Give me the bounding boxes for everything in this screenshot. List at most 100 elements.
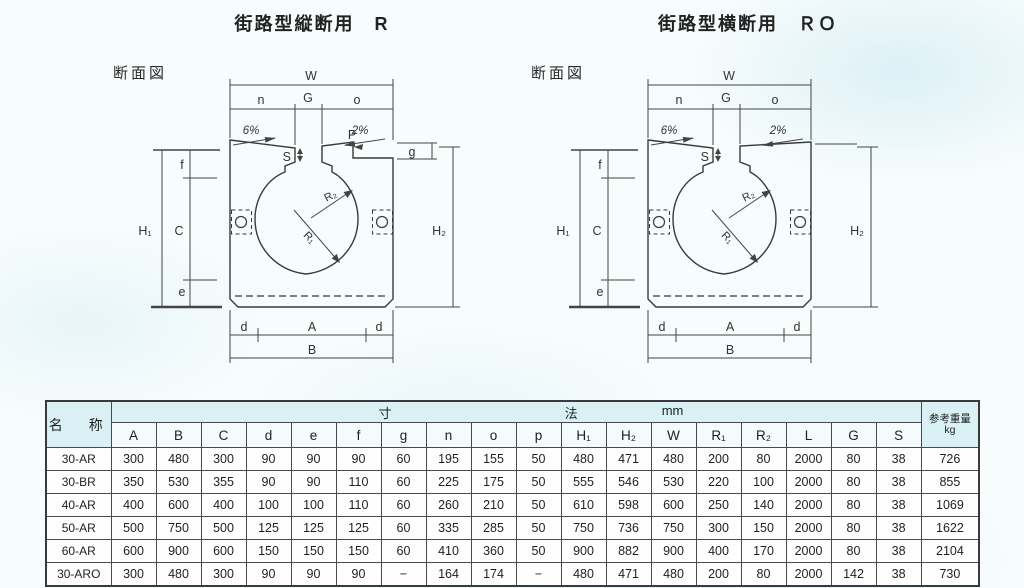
value-cell: 300 xyxy=(200,562,247,587)
dim-label-e: e xyxy=(179,285,186,299)
dim-label-c: C xyxy=(592,224,601,238)
value-cell: 90 xyxy=(245,562,292,587)
value-cell: 598 xyxy=(605,493,652,517)
value-cell: 285 xyxy=(470,516,517,540)
dim-label-f: f xyxy=(598,158,602,172)
value-cell: 360 xyxy=(470,539,517,563)
weight-cell: 855 xyxy=(920,470,980,494)
value-cell: 480 xyxy=(560,447,607,471)
value-cell: 546 xyxy=(605,470,652,494)
slope-label-right: 2% xyxy=(351,125,369,137)
value-cell: 220 xyxy=(695,470,742,494)
value-cell: 50 xyxy=(515,470,562,494)
value-cell: 300 xyxy=(695,516,742,540)
column-header: d xyxy=(245,422,292,448)
value-cell: 600 xyxy=(155,493,202,517)
dim-label-d-left: d xyxy=(659,320,666,334)
value-cell: 60 xyxy=(380,539,427,563)
value-cell: 471 xyxy=(605,562,652,587)
value-cell: 100 xyxy=(740,470,787,494)
value-cell: 480 xyxy=(650,447,697,471)
column-header: L xyxy=(785,422,832,448)
value-cell: 174 xyxy=(470,562,517,587)
row-name-cell: 30-ARO xyxy=(45,562,112,587)
dim-label-n: n xyxy=(676,93,683,107)
value-cell: 155 xyxy=(470,447,517,471)
value-cell: 200 xyxy=(695,447,742,471)
row-name-cell: 60-AR xyxy=(45,539,112,563)
value-cell: 90 xyxy=(245,447,292,471)
radius-label-r2: R₂ xyxy=(740,188,756,204)
value-cell: 225 xyxy=(425,470,472,494)
value-cell: 80 xyxy=(830,493,877,517)
value-cell: 150 xyxy=(335,539,382,563)
dim-label-f: f xyxy=(180,158,184,172)
column-header: W xyxy=(650,422,697,448)
value-cell: 2000 xyxy=(785,516,832,540)
column-header: G xyxy=(830,422,877,448)
dim-label-d-right: d xyxy=(376,320,383,334)
dim-label-g-gap: G xyxy=(721,91,731,105)
value-cell: 100 xyxy=(290,493,337,517)
dim-label-o: o xyxy=(354,93,361,107)
column-header: g xyxy=(380,422,427,448)
value-cell: 480 xyxy=(560,562,607,587)
value-cell: 110 xyxy=(335,493,382,517)
dim-label-h1: H₁ xyxy=(556,224,569,238)
table-header-row-top: 名 称 寸 法 mm 参考重量 kg xyxy=(45,400,980,448)
column-header: C xyxy=(200,422,247,448)
value-cell: 38 xyxy=(875,516,922,540)
value-cell: 50 xyxy=(515,493,562,517)
value-cell: 150 xyxy=(290,539,337,563)
value-cell: 150 xyxy=(245,539,292,563)
row-name-cell: 40-AR xyxy=(45,493,112,517)
column-header: A xyxy=(110,422,157,448)
value-cell: 60 xyxy=(380,516,427,540)
column-header: H₁ xyxy=(560,422,607,448)
g-dimension-lines xyxy=(354,142,437,160)
value-cell: 2000 xyxy=(785,447,832,471)
value-cell: 38 xyxy=(875,470,922,494)
value-cell: 2000 xyxy=(785,493,832,517)
dim-label-o: o xyxy=(772,93,779,107)
value-cell: 60 xyxy=(380,470,427,494)
header-weight-line1: 参考重量 xyxy=(928,412,971,425)
value-cell: 125 xyxy=(245,516,292,540)
value-cell: 80 xyxy=(830,516,877,540)
value-cell: 38 xyxy=(875,539,922,563)
dim-label-d-left: d xyxy=(241,320,248,334)
dim-label-g-depth: g xyxy=(409,145,416,159)
value-cell: 38 xyxy=(875,493,922,517)
weight-cell: 726 xyxy=(920,447,980,471)
value-cell: 50 xyxy=(515,516,562,540)
header-dimensions: 寸 法 mm xyxy=(110,400,922,423)
dim-label-d-right: d xyxy=(794,320,801,334)
section-view-label: 断面図 xyxy=(531,65,585,82)
dim-label-s: S xyxy=(283,150,291,164)
value-cell: 250 xyxy=(695,493,742,517)
value-cell: 480 xyxy=(650,562,697,587)
value-cell: 60 xyxy=(380,447,427,471)
dim-label-h2: H₂ xyxy=(432,224,446,238)
value-cell: − xyxy=(515,562,562,587)
value-cell: 80 xyxy=(830,539,877,563)
value-cell: 60 xyxy=(380,493,427,517)
header-dim-unit: mm xyxy=(661,403,684,418)
dim-label-b: B xyxy=(726,343,734,357)
value-cell: 2000 xyxy=(785,539,832,563)
column-header: H₂ xyxy=(605,422,652,448)
value-cell: 200 xyxy=(695,562,742,587)
value-cell: 80 xyxy=(830,470,877,494)
column-header: R₂ xyxy=(740,422,787,448)
value-cell: 170 xyxy=(740,539,787,563)
value-cell: 125 xyxy=(290,516,337,540)
value-cell: 900 xyxy=(155,539,202,563)
value-cell: 350 xyxy=(110,470,157,494)
value-cell: 900 xyxy=(560,539,607,563)
weight-cell: 730 xyxy=(920,562,980,587)
column-header: R₁ xyxy=(695,422,742,448)
